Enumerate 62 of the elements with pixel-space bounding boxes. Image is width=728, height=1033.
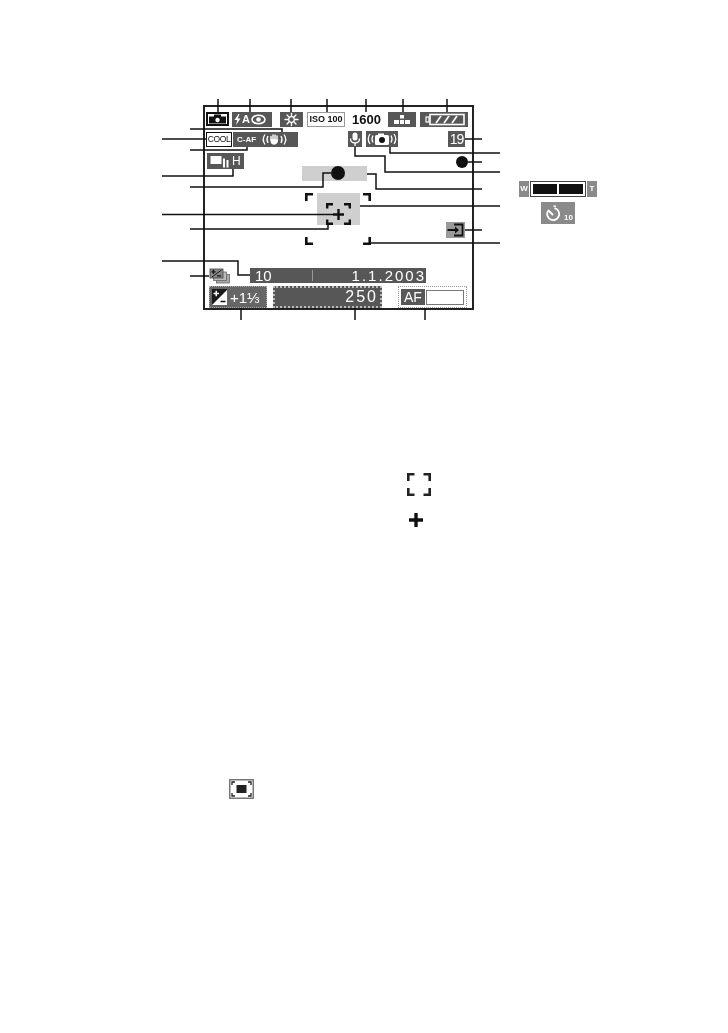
- speed-letter: H: [232, 155, 241, 167]
- leader-line: [366, 173, 483, 190]
- aperture-panel: [398, 286, 467, 308]
- leader-line: [189, 172, 332, 188]
- leader-line: [189, 275, 210, 277]
- exposure-box: [209, 286, 267, 308]
- leader-line: [240, 307, 242, 321]
- leader-line: [370, 242, 501, 244]
- shaded-area: [317, 193, 360, 225]
- continuous-shooting-indicator: [207, 153, 244, 169]
- leader-line: [161, 260, 251, 276]
- leader-line: [359, 205, 501, 207]
- leader-line: [217, 98, 219, 113]
- camera-icon: [206, 112, 229, 126]
- leader-line: [354, 146, 501, 173]
- leader-line: [402, 98, 404, 113]
- leader-line: [249, 98, 251, 113]
- date-bar: [250, 268, 426, 283]
- shutter-speed-value: 250: [273, 286, 382, 308]
- flash-auto-letter: A: [242, 114, 250, 125]
- wide-label: W: [519, 181, 529, 197]
- iso-value: ISO 100: [307, 112, 345, 127]
- leader-line: [189, 128, 283, 133]
- battery-icon: [420, 112, 468, 127]
- leader-line: [189, 146, 248, 151]
- leader-line: [424, 307, 426, 321]
- leader-line: [354, 307, 356, 321]
- aperture-value: AF: [401, 289, 425, 305]
- leader-line: [326, 98, 328, 113]
- leader-line: [467, 161, 483, 163]
- leader-line: [464, 138, 483, 140]
- flash-indicator: [232, 112, 272, 127]
- dot-icon: [456, 156, 468, 168]
- timer-seconds: 10: [564, 214, 573, 222]
- leader-line: [189, 224, 329, 230]
- focus-mode-label: C-AF: [233, 132, 260, 147]
- arrow-into-box-icon: [446, 222, 465, 238]
- leader-line: [446, 98, 448, 113]
- leader-line: [290, 98, 292, 113]
- tele-label: T: [587, 181, 597, 197]
- microphone-icon: [348, 131, 362, 147]
- shot-count: 19: [448, 131, 465, 147]
- leader-line: [464, 229, 483, 231]
- plus-icon: [333, 209, 344, 220]
- hand-waves-icon: [260, 132, 298, 147]
- dot-icon: [331, 166, 345, 180]
- leader-line: [389, 146, 501, 154]
- leader-line: [365, 98, 367, 113]
- camera-waves-icon: [366, 131, 398, 147]
- frame-number: 10: [255, 268, 272, 283]
- leader-line: [161, 138, 207, 140]
- leader-line: [161, 213, 334, 216]
- date-text: 1.1.2003: [351, 268, 426, 283]
- color-mode-label: COOL: [206, 132, 232, 147]
- self-timer-indicator: [541, 202, 575, 224]
- exposure-value: +1⅓: [230, 289, 260, 305]
- leader-line: [161, 168, 234, 177]
- blocks-icon: [388, 112, 416, 127]
- sun-icon: [280, 112, 303, 127]
- stacked-frames-icon: [209, 268, 231, 284]
- lcd-screen: [203, 105, 474, 310]
- shaded-area: [302, 166, 367, 181]
